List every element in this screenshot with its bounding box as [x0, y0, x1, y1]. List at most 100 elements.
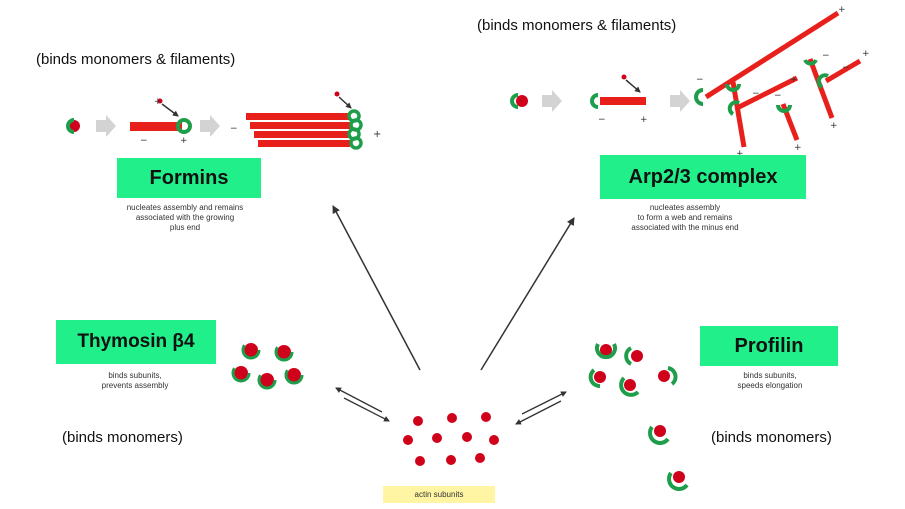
- formin-protein: [176, 118, 192, 134]
- profilin-protein: [648, 425, 670, 445]
- formins-description: nucleates assembly and remains associate…: [60, 203, 310, 233]
- thymosin-label-box: Thymosin β4: [56, 320, 216, 364]
- long-filament: [258, 140, 350, 147]
- formin-nucleus-plus: +: [154, 97, 162, 107]
- incoming-monomer: [621, 74, 627, 80]
- actin-subunit: [447, 413, 457, 423]
- arp23-protein: [590, 93, 599, 109]
- desc-line: speeds elongation: [737, 381, 803, 390]
- thymosin-bound-monomers: [231, 340, 304, 390]
- desc-line: prevents assembly: [101, 381, 169, 390]
- desc-line: associated with the minus end: [631, 223, 739, 232]
- incoming-monomer-arrow: [625, 79, 641, 93]
- profilin-protein: [619, 376, 640, 397]
- arp23-monomer-group: [510, 93, 528, 109]
- short-filament: [600, 97, 646, 105]
- arp23-label-box: Arp2/3 complex: [600, 155, 806, 199]
- mother-filament: [704, 10, 840, 100]
- arp23-branched-network: [694, 10, 862, 148]
- actin-subunit: [415, 456, 425, 466]
- incoming-monomer: [157, 98, 163, 104]
- arp23-protein: [694, 88, 704, 106]
- desc-line: to form a web and remains: [637, 213, 733, 222]
- long-filament: [250, 122, 350, 129]
- actin-monomer: [658, 370, 670, 382]
- formin-nucleus-plus-2: +: [180, 136, 188, 146]
- actin-monomer: [244, 343, 258, 357]
- actin-subunit: [489, 435, 499, 445]
- desc-line: nucleates assembly and remains: [126, 203, 244, 212]
- actin-monomer: [260, 373, 274, 387]
- actin-monomer: [624, 379, 636, 391]
- long-filament: [254, 131, 350, 138]
- desc-line: binds subunits,: [108, 371, 162, 380]
- step-arrow: [670, 90, 690, 112]
- desc-line: binds subunits,: [743, 371, 797, 380]
- actin-monomer: [600, 344, 612, 356]
- arp23-description: nucleates assembly to form a web and rem…: [560, 203, 810, 233]
- incoming-monomer-arrow: [161, 103, 179, 117]
- profilin-protein: [588, 368, 601, 388]
- arp23-protein: [803, 58, 818, 66]
- formins-name: Formins: [149, 166, 229, 189]
- arp23-protein: [776, 104, 792, 113]
- branch-filament: [824, 58, 862, 84]
- free-actin-subunits: [403, 412, 499, 466]
- network-plus: +: [736, 149, 744, 159]
- actin-subunit: [462, 432, 472, 442]
- formin-monomer-group: [66, 118, 80, 134]
- actin-subunit: [432, 433, 442, 443]
- actin-monomer: [516, 95, 528, 107]
- profilin-protein: [667, 366, 678, 386]
- incoming-monomer: [334, 91, 340, 97]
- step-arrow: [96, 115, 116, 137]
- equilibrium-arrow-reverse: [515, 400, 562, 425]
- actin-monomer: [594, 371, 606, 383]
- desc-line: nucleates assembly: [649, 203, 721, 212]
- actin-monomer: [654, 425, 666, 437]
- arp23-nucleus-plus: +: [640, 115, 648, 125]
- network-minus: −: [752, 89, 760, 99]
- desc-line: plus end: [169, 223, 201, 232]
- arp23-name: Arp2/3 complex: [628, 165, 778, 188]
- actin-subunits-label: actin subunits: [383, 486, 495, 503]
- network-plus: +: [794, 143, 802, 153]
- incoming-monomer-arrow: [338, 96, 352, 109]
- step-arrow: [542, 90, 562, 112]
- arp23-binding-note: (binds monomers & filaments): [477, 17, 677, 34]
- actin-subunit: [475, 453, 485, 463]
- arrow-subunits-to-arp23: [480, 217, 575, 371]
- profilin-protein: [595, 343, 617, 360]
- thymosin-protein: [231, 363, 251, 383]
- formin-protein: [66, 118, 75, 134]
- desc-line: associated with the growing: [135, 213, 235, 222]
- thymosin-protein: [274, 342, 294, 362]
- formin-filament-bundle: [246, 91, 363, 150]
- actin-monomer: [631, 350, 643, 362]
- network-minus: −: [822, 51, 830, 61]
- equilibrium-arrow-forward: [521, 391, 567, 415]
- equilibrium-arrow-forward: [335, 387, 383, 413]
- network-plus: +: [790, 75, 798, 85]
- network-plus: +: [862, 49, 870, 59]
- profilin-binding-note: (binds monomers): [711, 429, 832, 446]
- formin-nucleus-minus: −: [140, 136, 148, 146]
- formin-bundle-plus: +: [373, 129, 381, 140]
- formin-protein: [349, 136, 363, 150]
- actin-monomer: [234, 366, 248, 380]
- profilin-name: Profilin: [734, 334, 804, 357]
- branch-filament: [730, 81, 747, 148]
- arp23-protein: [727, 100, 740, 116]
- arrow-subunits-to-formins: [332, 205, 421, 371]
- thymosin-name: Thymosin β4: [77, 331, 195, 352]
- actin-monomer: [287, 368, 301, 382]
- formin-bundle-minus: −: [230, 124, 238, 134]
- actin-subunit: [446, 455, 456, 465]
- thymosin-protein: [284, 365, 304, 385]
- step-arrow: [200, 115, 220, 137]
- thymosin-protein: [241, 340, 261, 360]
- actin-monomer: [673, 471, 685, 483]
- thymosin-binding-note: (binds monomers): [62, 429, 183, 446]
- actin-subunits-text: actin subunits: [414, 490, 464, 499]
